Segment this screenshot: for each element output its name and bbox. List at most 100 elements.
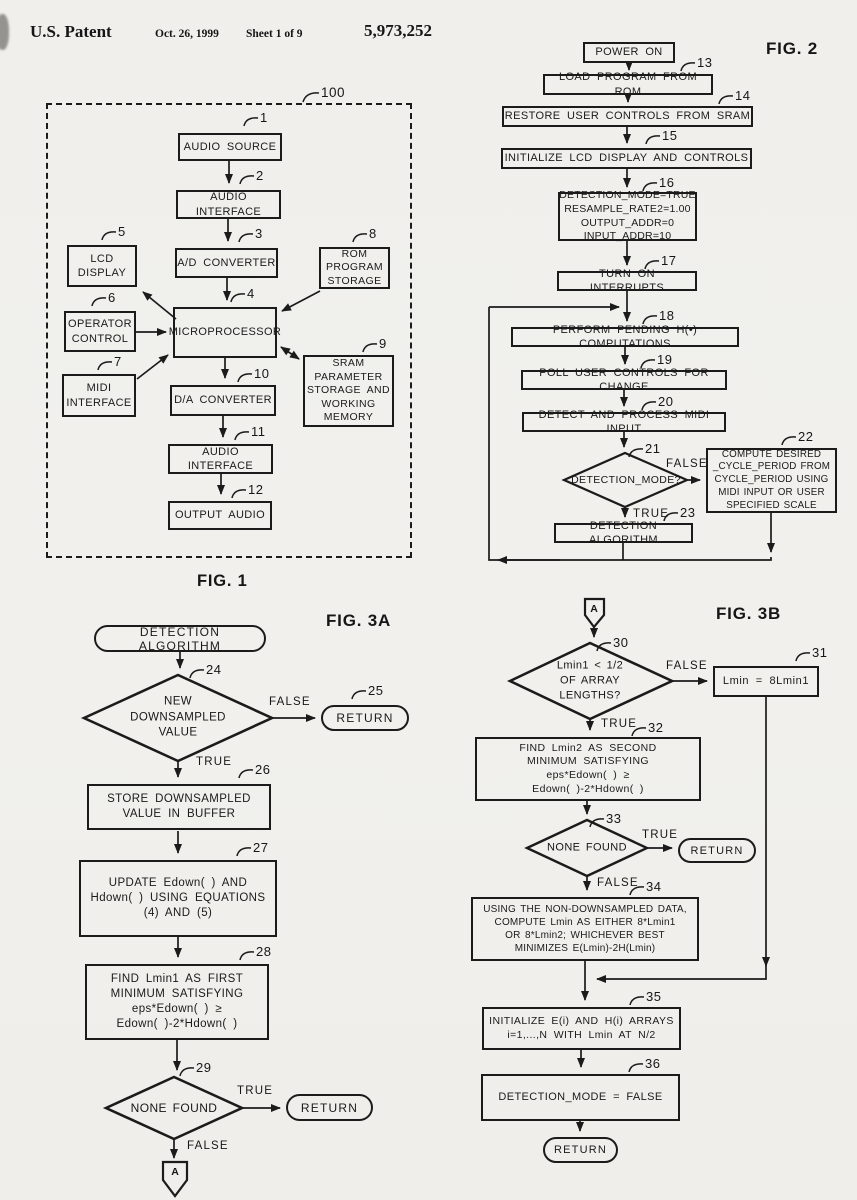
ref-leader-icon (239, 948, 255, 961)
ref-number: 25 (368, 683, 383, 698)
ref-number: 33 (606, 811, 621, 826)
fig3b-find-lmin2-box: FIND Lmin2 AS SECOND MINIMUM SATISFYING … (475, 737, 701, 801)
ref-leader-icon (628, 1060, 644, 1073)
ref-30: 30 (596, 635, 628, 652)
ref-number: 6 (108, 290, 116, 305)
ref-leader-icon (239, 172, 255, 185)
fig3a-find-lmin1-box: FIND Lmin1 AS FIRST MINIMUM SATISFYING e… (85, 964, 269, 1040)
ref-10: 10 (237, 366, 269, 383)
ref-leader-icon (628, 445, 644, 458)
fig2-detection-algorithm-box: DETECTION ALGORITHM (554, 523, 693, 543)
ref-26: 26 (238, 762, 270, 779)
ref-4: 4 (230, 286, 255, 303)
ref-leader-icon (351, 687, 367, 700)
ref-leader-icon (629, 883, 645, 896)
fig2-detect-midi-box: DETECT AND PROCESS MIDI INPUT (522, 412, 726, 432)
ref-leader-icon (231, 486, 247, 499)
ref-leader-icon (97, 358, 113, 371)
ref-number: 28 (256, 944, 271, 959)
fig3b-detection-mode-false-box: DETECTION_MODE = FALSE (481, 1074, 680, 1121)
ref-number: 22 (798, 429, 813, 444)
ref-number: 10 (254, 366, 269, 381)
ref-number: 36 (645, 1056, 660, 1071)
ref-24: 24 (189, 662, 221, 679)
ref-1: 1 (243, 110, 268, 127)
fig3a-start-terminator: DETECTION ALGORITHM (94, 625, 266, 652)
ref-number: 31 (812, 645, 827, 660)
fig2-restore-controls-box: RESTORE USER CONTROLS FROM SRAM (502, 106, 753, 127)
fig3a-store-value-box: STORE DOWNSAMPLED VALUE IN BUFFER (87, 784, 271, 830)
ref-leader-icon (663, 509, 679, 522)
ref-number: 7 (114, 354, 122, 369)
ref-28: 28 (239, 944, 271, 961)
fig3b-false-branch-label: FALSE (666, 660, 708, 672)
fig1-rom-storage-box: ROM PROGRAM STORAGE (319, 247, 390, 289)
fig3a-return-true-terminator: RETURN (286, 1094, 373, 1121)
ref-number: 3 (255, 226, 263, 241)
ref-number: 32 (648, 720, 663, 735)
ref-17: 17 (644, 253, 676, 270)
fig3b-return-none-terminator: RETURN (678, 838, 756, 863)
ref-23: 23 (663, 505, 695, 522)
fig2-initialize-vars-box: DETECTION_MODE=TRUE RESAMPLE_RATE2=1.00 … (558, 192, 697, 241)
ref-number: 13 (697, 55, 712, 70)
ref-29: 29 (179, 1060, 211, 1077)
ref-20: 20 (641, 394, 673, 411)
fig1-label: FIG. 1 (197, 572, 248, 591)
fig2-turn-on-interrupts-box: TURN ON INTERRUPTS (557, 271, 697, 291)
ref-number: 100 (321, 85, 345, 100)
fig2-perform-computations-box: PERFORM PENDING H(•) COMPUTATIONS (511, 327, 739, 347)
ref-number: 34 (646, 879, 661, 894)
ref-number: 2 (256, 168, 264, 183)
fig3b-true-branch-label-2: TRUE (642, 829, 678, 841)
ref-leader-icon (236, 844, 252, 857)
ref-6: 6 (91, 290, 116, 307)
fig3a-true-branch-label-2: TRUE (237, 1085, 273, 1097)
ref-leader-icon (781, 433, 797, 446)
ref-leader-icon (640, 356, 656, 369)
ref-leader-icon (238, 230, 254, 243)
ref-leader-icon (645, 132, 661, 145)
ref-number: 11 (251, 424, 266, 439)
ref-number: 14 (735, 88, 750, 103)
ref-27: 27 (236, 840, 268, 857)
fig3a-label: FIG. 3A (326, 611, 391, 631)
ref-leader-icon (237, 370, 253, 383)
ref-leader-icon (629, 993, 645, 1006)
fig3b-compute-lmin-box: USING THE NON-DOWNSAMPLED DATA, COMPUTE … (471, 897, 699, 961)
fig3b-lmin1-decision-label: Lmin1 < 1/2 OF ARRAY LENGTHS? (557, 659, 623, 704)
fig3a-false-branch-label: FALSE (269, 696, 311, 708)
ref-100: 100 (302, 85, 345, 103)
fig1-ad-converter-box: A/D CONVERTER (175, 248, 278, 278)
ref-number: 4 (247, 286, 255, 301)
fig3b-return-end-terminator: RETURN (543, 1137, 618, 1163)
ref-number: 30 (613, 635, 628, 650)
ref-19: 19 (640, 352, 672, 369)
ref-33: 33 (589, 811, 621, 828)
ref-number: 15 (662, 128, 677, 143)
ref-number: 9 (379, 336, 387, 351)
fig1-output-audio-box: OUTPUT AUDIO (168, 501, 272, 530)
ref-2: 2 (239, 168, 264, 185)
ref-leader-icon (680, 59, 696, 72)
ref-31: 31 (795, 645, 827, 662)
ref-leader-icon (352, 230, 368, 243)
fig1-sram-memory-box: SRAM PARAMETER STORAGE AND WORKING MEMOR… (303, 355, 394, 427)
ref-leader-icon (243, 114, 259, 127)
fig3a-none-found-decision-label: NONE FOUND (131, 1100, 218, 1116)
ref-13: 13 (680, 55, 712, 72)
ref-leader-icon (795, 649, 811, 662)
fig3a-update-equations-box: UPDATE Edown( ) AND Hdown( ) USING EQUAT… (79, 860, 277, 937)
ref-leader-icon (234, 428, 250, 441)
ref-number: 1 (260, 110, 268, 125)
ref-number: 5 (118, 224, 126, 239)
ref-16: 16 (642, 175, 674, 192)
ref-18: 18 (642, 308, 674, 325)
ref-number: 23 (680, 505, 695, 520)
ref-leader-icon (189, 666, 205, 679)
fig2-label: FIG. 2 (766, 39, 818, 59)
ref-leader-icon (644, 257, 660, 270)
fig2-load-program-box: LOAD PROGRAM FROM ROM (543, 74, 713, 95)
ref-8: 8 (352, 226, 377, 243)
fig3a-new-value-decision-label: NEW DOWNSAMPLED VALUE (130, 695, 226, 742)
